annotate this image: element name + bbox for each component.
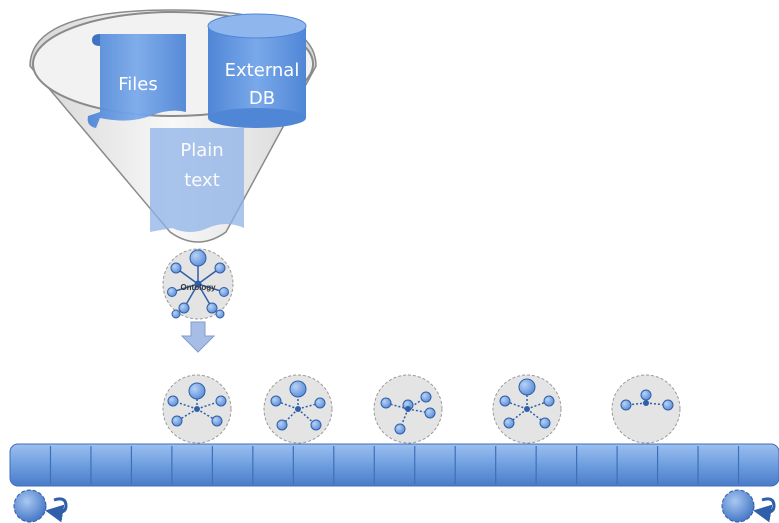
graph-node [211,415,223,427]
graph-node [539,417,551,429]
source-external-db-label-1: External [225,60,300,81]
ontology-instance [373,374,443,444]
graph-node [380,397,392,409]
ontology-instance [162,374,232,444]
ontology-node: Ontology [162,248,234,320]
graph-node [171,415,183,427]
graph-node [188,382,206,400]
graph-node [394,423,406,435]
graph-node [662,399,674,411]
graph-node [289,380,307,398]
down-arrow-icon [180,321,216,353]
graph-node [215,395,227,407]
source-plain-text: Plain text [150,128,244,232]
ontology-label: Ontology [180,283,216,292]
graph-node [518,378,536,396]
ontology-graph-icon [167,249,229,319]
document-icon [150,128,244,232]
rotate-arrow-icon [753,497,776,523]
graph-node [543,395,555,407]
graph-node [640,389,652,401]
source-plain-text-label-2: text [184,170,220,191]
graph-node [167,395,179,407]
graph-node [310,419,322,431]
conveyor-wheel-left [13,489,68,523]
graph-node [620,399,632,411]
graph-node [424,407,436,419]
graph-node [420,391,432,403]
graph-node [270,395,282,407]
graph-node [314,397,326,409]
source-plain-text-label-1: Plain [180,140,223,161]
ontology-instances [162,374,681,444]
graph-node [503,417,515,429]
source-files: Files [87,34,186,128]
graph-node [499,395,511,407]
document-icon [87,34,186,128]
database-icon [207,13,307,128]
ontology-instance [492,374,562,444]
source-files-label: Files [118,74,158,95]
source-external-db-label-2: DB [249,88,275,109]
conveyor-wheel-right [721,489,776,523]
graph-node [276,419,288,431]
conveyor-belt [9,443,779,487]
rotate-arrow-icon [45,497,68,523]
source-external-db: External DB [207,13,307,128]
ontology-instance [263,374,333,444]
ontology-instance [611,374,681,444]
